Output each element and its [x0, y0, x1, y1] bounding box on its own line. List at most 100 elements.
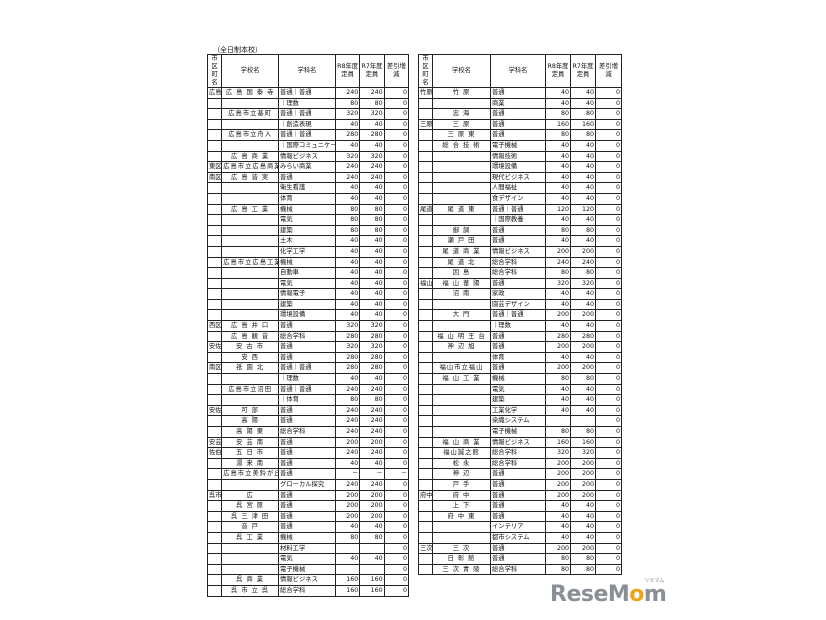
r7-cell: 80 [570, 563, 596, 576]
school-cell: 安 芸 南 [221, 436, 280, 449]
header-diff: 差引増減 [383, 54, 410, 88]
dept-cell: 総合学科 [278, 330, 336, 343]
city-cell [206, 351, 223, 364]
city-cell [206, 563, 223, 576]
diff-cell: 0 [383, 542, 410, 555]
r8-cell: 320 [334, 150, 361, 163]
dept-cell: ｜体育 [278, 394, 336, 406]
r8-cell: 200 [545, 362, 571, 375]
diff-cell: 0 [383, 256, 410, 269]
r7-cell: 40 [570, 171, 596, 184]
city-cell [418, 224, 433, 237]
r8-cell: 240 [334, 161, 361, 173]
r7-cell: 80 [570, 108, 596, 120]
city-cell [206, 108, 223, 120]
r8-cell: 80 [545, 553, 571, 565]
header-r8: R8年度定員 [334, 54, 361, 88]
school-cell [432, 521, 491, 533]
r8-cell: 80 [334, 224, 361, 237]
diff-cell: 0 [383, 457, 410, 470]
school-cell [221, 192, 280, 205]
r8-cell: 80 [334, 531, 361, 544]
table-row: 広島市立美鈴が丘普通－－－ [206, 468, 410, 480]
r7-cell: 40 [359, 298, 385, 311]
r7-cell: 200 [570, 245, 596, 258]
r7-cell: 40 [570, 531, 596, 544]
dept-cell: 普通｜普通 [278, 362, 336, 375]
dept-cell: 情報ビジネス [490, 436, 546, 449]
city-cell [206, 203, 223, 216]
school-cell: 尾 道 東 [432, 203, 491, 216]
diff-cell: 0 [383, 574, 410, 586]
city-cell [206, 574, 223, 586]
school-cell: 三 次 [432, 542, 491, 555]
r7-cell: 40 [570, 298, 596, 311]
school-cell [221, 214, 280, 226]
school-cell [221, 298, 280, 311]
city-cell [418, 320, 433, 332]
diff-cell: 0 [383, 224, 410, 237]
dept-cell: 総合学科 [490, 447, 546, 459]
dept-cell: 普通 [278, 521, 336, 533]
city-cell [418, 309, 433, 322]
logo-ruby: リセマム [644, 578, 665, 584]
r7-cell: 200 [359, 436, 385, 449]
r8-cell: 40 [334, 235, 361, 247]
diff-cell: 0 [595, 531, 622, 544]
r7-cell: 80 [570, 129, 596, 141]
city-cell [418, 404, 433, 417]
r8-cell: 240 [334, 415, 361, 427]
r7-cell: 280 [359, 129, 385, 141]
dept-cell: 電気 [278, 214, 336, 226]
dept-cell: 普通 [490, 542, 546, 555]
r8-cell: 240 [334, 383, 361, 396]
city-cell [206, 118, 223, 131]
r8-cell: 80 [545, 373, 571, 385]
diff-cell: 0 [595, 362, 622, 375]
school-cell [221, 224, 280, 237]
city-cell [418, 235, 433, 247]
dept-cell: 普通 [490, 489, 546, 502]
r7-cell: 80 [359, 224, 385, 237]
logo-end: m [643, 582, 667, 607]
city-cell [418, 563, 433, 576]
city-cell: 佐伯区 [206, 447, 223, 459]
city-cell [206, 426, 223, 438]
r8-cell: 80 [334, 97, 361, 110]
city-cell [418, 298, 433, 311]
school-cell: 音 戸 [221, 521, 280, 533]
diff-cell: 0 [383, 426, 410, 438]
dept-cell: 総合学科 [490, 267, 546, 279]
dept-cell: 機械 [278, 203, 336, 216]
school-cell [432, 192, 491, 205]
city-cell [418, 245, 433, 258]
r8-cell: 40 [545, 320, 571, 332]
diff-cell: 0 [383, 108, 410, 120]
r7-cell: 240 [359, 447, 385, 459]
dept-cell: 普通 [490, 108, 546, 120]
city-cell: 安芸区 [206, 436, 223, 449]
city-cell [206, 584, 223, 597]
school-cell: 神 辺 旭 [432, 341, 491, 353]
dept-cell: 染織システム [490, 415, 546, 427]
city-cell [206, 267, 223, 279]
logo-o: o [629, 582, 644, 607]
r7-cell: 40 [570, 521, 596, 533]
